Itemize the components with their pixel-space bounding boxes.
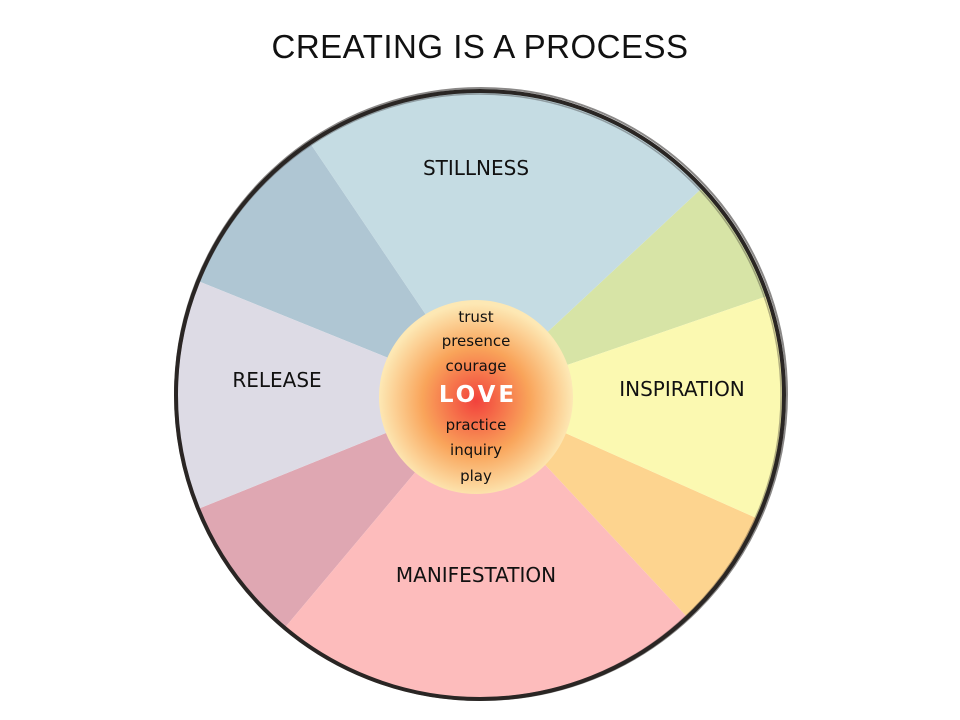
release-label: RELEASE	[232, 368, 321, 392]
stillness-inspiration-transition	[480, 163, 784, 395]
center-word-courage: courage	[445, 357, 506, 375]
manifestation-label: MANIFESTATION	[396, 563, 556, 587]
inspiration-label: INSPIRATION	[619, 377, 745, 401]
wheel-rim	[174, 87, 788, 701]
center-word-trust: trust	[458, 308, 493, 326]
inspiration-segment	[480, 284, 784, 534]
diagram-title: CREATING IS A PROCESS	[271, 28, 689, 65]
center-word-presence: presence	[442, 332, 511, 350]
inspiration-manifestation-transition	[480, 395, 784, 644]
center-word-love: LOVE	[439, 382, 517, 408]
center-word-play: play	[460, 467, 492, 485]
center-word-practice: practice	[446, 416, 507, 434]
stillness-segment	[289, 91, 729, 395]
manifestation-segment	[261, 395, 712, 699]
love-core-circle	[379, 300, 573, 494]
stillness-label: STILLNESS	[423, 156, 529, 180]
release-segment	[176, 267, 480, 523]
center-word-inquiry: inquiry	[450, 441, 502, 459]
